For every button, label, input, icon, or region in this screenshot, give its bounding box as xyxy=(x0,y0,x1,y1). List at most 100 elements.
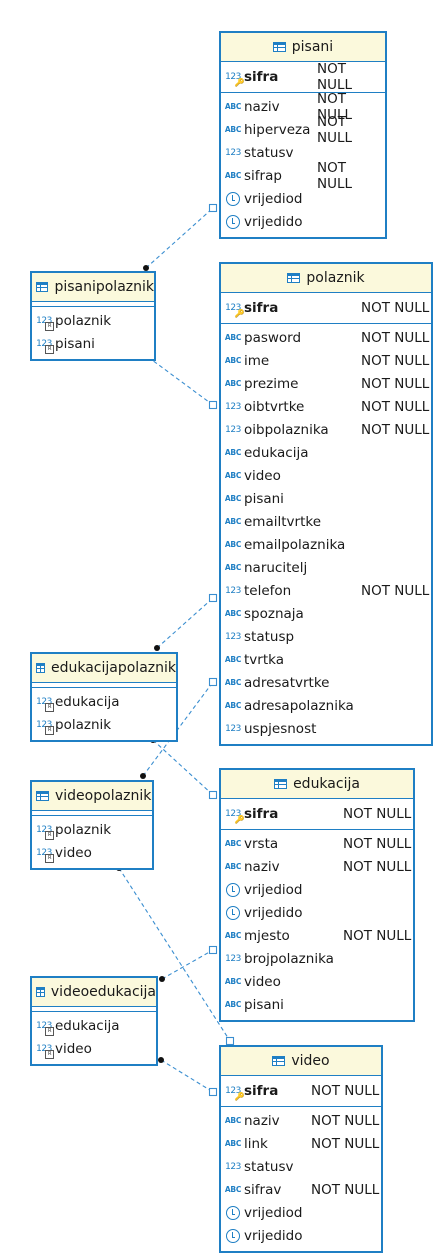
column-name: statusv xyxy=(244,1158,294,1175)
column-name: hiperveza xyxy=(244,121,311,138)
key-section xyxy=(32,1007,156,1012)
relationship-line xyxy=(142,681,214,777)
entity-header[interactable]: edukacijapolaznik xyxy=(32,654,176,683)
text-type-icon: ABC xyxy=(224,839,242,848)
datetime-type-icon xyxy=(226,1205,240,1220)
column-row[interactable]: vrijedido xyxy=(221,210,385,233)
entity-header[interactable]: video xyxy=(221,1047,381,1076)
relationship-videoedukacija-edukacija[interactable] xyxy=(159,945,218,983)
entity-name: edukacijapolaznik xyxy=(50,660,176,676)
column-name: telefon xyxy=(244,582,292,599)
relationship-videoedukacija-video[interactable] xyxy=(158,1057,218,1097)
column-row[interactable]: vrijediod xyxy=(221,187,385,210)
relationship-pisanipolaznik-pisani[interactable] xyxy=(143,203,218,272)
relationship-videopolaznik-polaznik[interactable] xyxy=(140,677,218,780)
relationship-end-marker xyxy=(208,677,218,687)
text-type-icon: ABC xyxy=(224,102,242,111)
column-constraint: NOT NULL xyxy=(317,113,353,146)
primary-key-number-icon: 123🔑 xyxy=(225,71,244,87)
table-icon xyxy=(36,282,49,292)
entity-header[interactable]: polaznik xyxy=(221,264,431,293)
reference-icon: R xyxy=(45,321,54,331)
column-row[interactable]: vrijediod xyxy=(221,878,413,901)
key-section xyxy=(32,683,176,688)
column-row[interactable]: vrijedido xyxy=(221,901,413,924)
column-row[interactable]: vrijedido xyxy=(221,1224,381,1247)
relationship-pisanipolaznik-polaznik[interactable] xyxy=(145,354,218,410)
entity-header[interactable]: videoedukacija xyxy=(32,978,156,1007)
entity-header[interactable]: pisanipolaznik xyxy=(32,273,154,302)
relationship-edukacijapolaznik-edukacija[interactable] xyxy=(150,737,218,800)
column-row[interactable]: vrijediod xyxy=(221,1201,381,1224)
relationship-line xyxy=(145,207,214,269)
column-name: sifrav xyxy=(244,1181,282,1198)
relationship-edukacijapolaznik-polaznik[interactable] xyxy=(154,593,218,652)
entity-header[interactable]: pisani xyxy=(221,33,385,62)
column-name: vrsta xyxy=(244,835,279,852)
key-icon: 🔑 xyxy=(234,1091,245,1101)
column-constraint: NOT NULL xyxy=(343,858,412,875)
relationship-end-marker xyxy=(208,1087,218,1097)
entity-header[interactable]: edukacija xyxy=(221,770,413,799)
relationship-end-marker xyxy=(208,203,218,213)
table-icon xyxy=(274,779,288,789)
entity-header[interactable]: videopolaznik xyxy=(32,782,152,811)
entity-name: pisanipolaznik xyxy=(54,279,154,295)
column-name: narucitelj xyxy=(244,559,308,576)
relationship-line xyxy=(147,356,214,406)
